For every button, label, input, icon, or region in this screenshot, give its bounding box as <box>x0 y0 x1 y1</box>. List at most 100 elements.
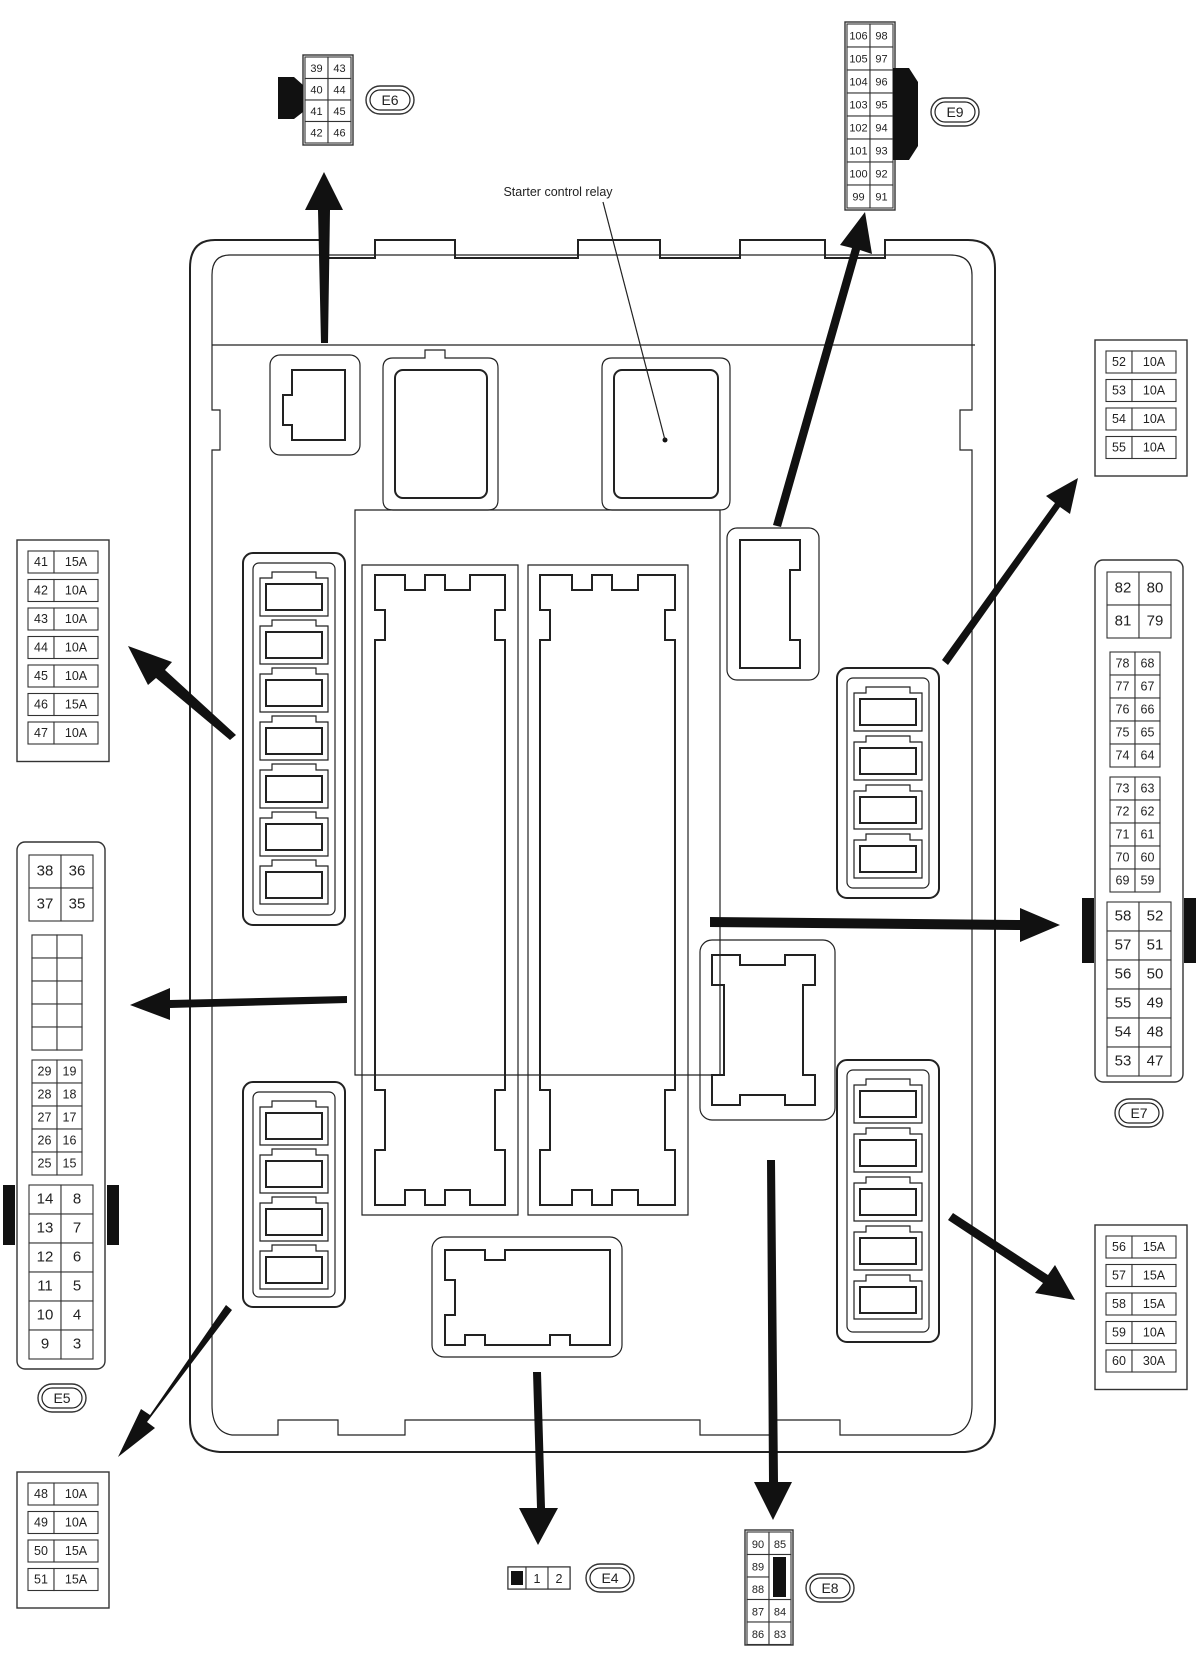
fuse-rating-cell <box>53 578 99 603</box>
fuse <box>859 1286 917 1314</box>
arrow-e5 <box>130 988 347 1020</box>
fuse-number: 57 <box>1112 1269 1126 1283</box>
fuse-slot <box>259 571 329 617</box>
e9-socket <box>726 527 820 681</box>
pin-number: 67 <box>1141 680 1155 694</box>
connector-tag-label: E9 <box>946 104 963 120</box>
arrow-e6 <box>305 172 343 343</box>
connector-tag-label: E5 <box>53 1390 70 1406</box>
fuse-rating: 15A <box>1143 1297 1166 1311</box>
fuse-slot <box>259 667 329 713</box>
fuse-rating: 10A <box>65 1487 88 1501</box>
fuse-number: 44 <box>34 641 48 655</box>
pin-cell <box>28 1213 62 1244</box>
fuse-number: 41 <box>34 555 48 569</box>
center-connector-left <box>361 564 519 1216</box>
pin-number: 1 <box>534 1572 541 1586</box>
pin-number: 19 <box>63 1065 77 1079</box>
pin-number: 77 <box>1116 680 1130 694</box>
pin-cell <box>1138 1017 1172 1048</box>
pin-cell <box>31 980 58 1005</box>
pin-number: 18 <box>63 1088 77 1102</box>
fuse-slot <box>853 1176 923 1222</box>
pin-cell <box>56 934 83 959</box>
connector-tag <box>805 1573 855 1603</box>
fuse-rating: 10A <box>1143 1326 1166 1340</box>
pin-number: 99 <box>852 192 864 204</box>
arrow-fuse-52-55 <box>942 478 1078 665</box>
fuse-rating: 10A <box>65 726 88 740</box>
pin-cell <box>60 887 94 922</box>
fuse-rating-cell <box>53 635 99 660</box>
fuse <box>265 871 323 899</box>
fuse-rating-cell <box>53 1482 99 1506</box>
pin-number: 49 <box>1147 995 1164 1012</box>
pin-number: 56 <box>1115 966 1132 983</box>
fuse-rating: 10A <box>1143 441 1166 455</box>
pin-number: 55 <box>1115 995 1132 1012</box>
fuse-rating: 15A <box>1143 1269 1166 1283</box>
fuse-number: 60 <box>1112 1354 1126 1368</box>
pin-number: 48 <box>1147 1024 1164 1041</box>
relay-socket-left <box>382 349 499 511</box>
pin-number: 42 <box>310 127 322 139</box>
pin-cell <box>60 1242 94 1273</box>
fuse-slot <box>259 1148 329 1194</box>
pin-number: 101 <box>849 146 867 158</box>
fuse-slot <box>259 1244 329 1290</box>
fuse-slot <box>853 784 923 830</box>
pin-number: 39 <box>310 63 322 75</box>
pin-cell <box>28 1329 62 1360</box>
pin-cell <box>60 1300 94 1331</box>
fuse-rating: 10A <box>65 669 88 683</box>
fuse-rating-cell <box>53 721 99 745</box>
connector-tag <box>585 1563 635 1593</box>
fuse-rating-cell <box>53 550 99 574</box>
center-connector-right <box>527 564 689 1216</box>
fuse-slot <box>853 1274 923 1320</box>
pin-number: 96 <box>875 77 887 89</box>
pin-cell <box>56 1026 83 1051</box>
arrow-fuse-41-47 <box>128 646 236 740</box>
fuse <box>265 1256 323 1284</box>
pin-cell <box>1106 571 1140 606</box>
pin-number: 52 <box>1147 908 1164 925</box>
fuse <box>265 583 323 611</box>
pin-cell <box>56 957 83 982</box>
fuse-strip-right-bottom <box>836 1059 940 1343</box>
pin-number: 102 <box>849 123 867 135</box>
fuse-number: 49 <box>34 1516 48 1530</box>
pin-number: 12 <box>37 1249 54 1266</box>
fuse-number: 56 <box>1112 1240 1126 1254</box>
pin-number: 58 <box>1115 908 1132 925</box>
fuse <box>859 698 917 726</box>
fuse-rating: 10A <box>1143 384 1166 398</box>
pin-number: 78 <box>1116 657 1130 671</box>
fuse-rating: 10A <box>65 612 88 626</box>
pin-cell <box>56 1003 83 1028</box>
pin-number: 46 <box>333 127 345 139</box>
fuse <box>859 845 917 873</box>
fuse-number: 43 <box>34 612 48 626</box>
pin-number: 10 <box>37 1307 54 1324</box>
pin-cell <box>1106 930 1140 961</box>
pin-number: 8 <box>73 1191 81 1208</box>
fuse-slot <box>259 1196 329 1242</box>
pin-number: 57 <box>1115 937 1132 954</box>
pin-number: 68 <box>1141 657 1155 671</box>
pin-number: 88 <box>752 1584 764 1596</box>
fuse-slot <box>259 1100 329 1146</box>
e6-socket <box>269 354 361 456</box>
fuse-rating-cell <box>53 1539 99 1563</box>
connector-tag <box>365 85 415 115</box>
pin-number: 37 <box>37 896 54 913</box>
pin-number: 97 <box>875 54 887 66</box>
pin-number: 80 <box>1147 580 1164 597</box>
starter-relay-leader <box>602 201 666 441</box>
fuse-rating: 15A <box>65 698 88 712</box>
fuse-number: 46 <box>34 698 48 712</box>
pin-cell <box>1138 604 1172 639</box>
fuse-slot <box>853 1225 923 1271</box>
pin-number: 44 <box>333 84 345 96</box>
